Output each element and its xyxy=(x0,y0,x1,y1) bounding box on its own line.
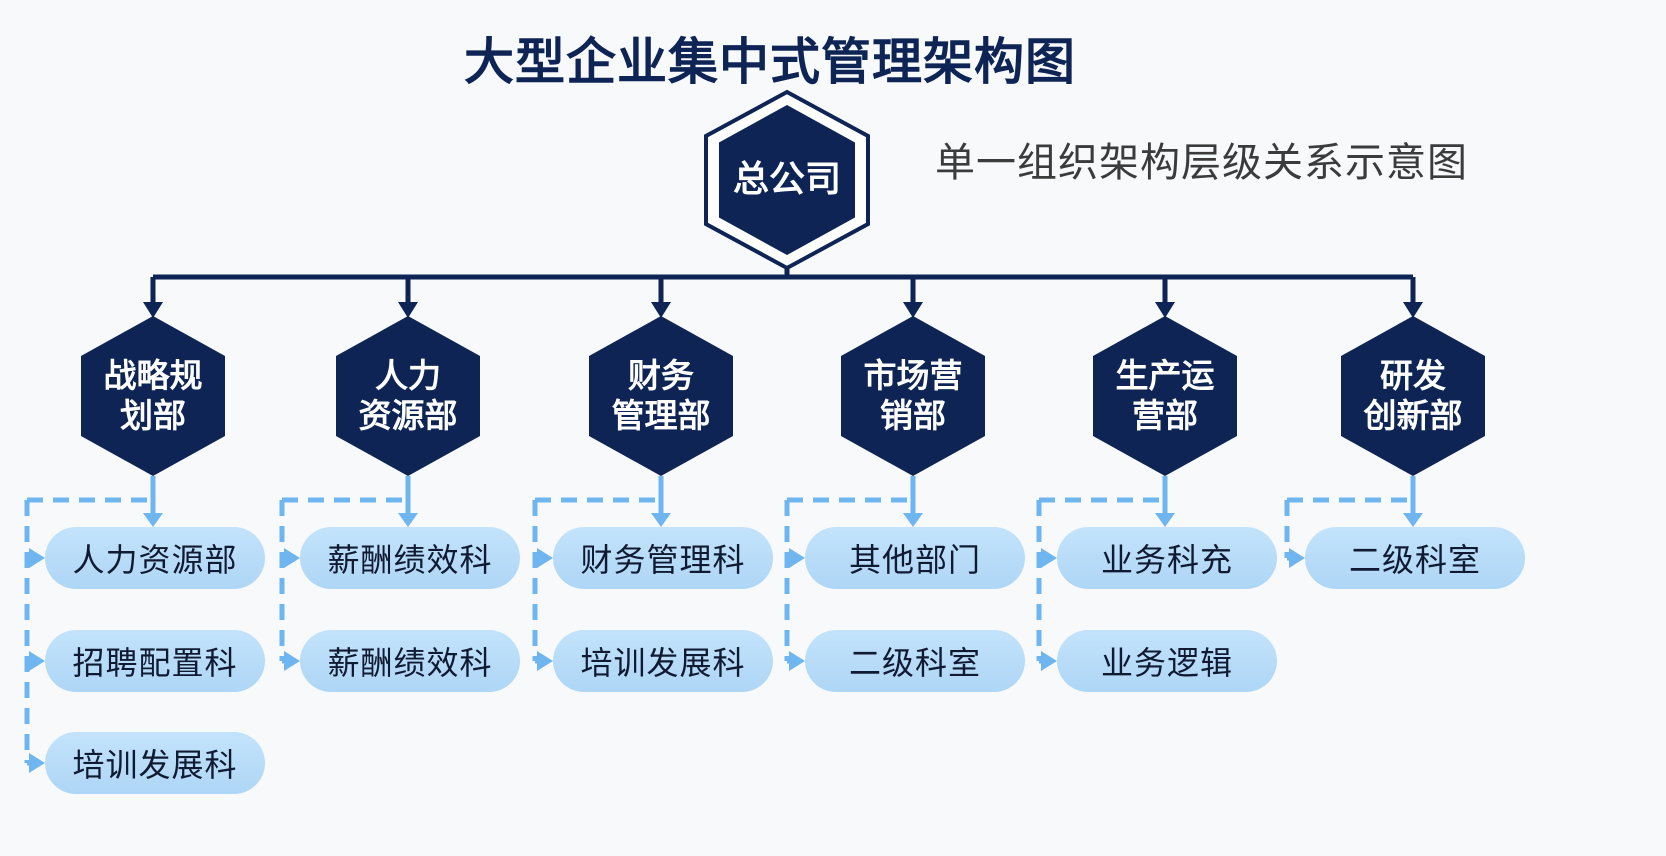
right-arrow-icon xyxy=(1041,651,1057,671)
department-label-line1: 战略规 xyxy=(103,356,203,396)
right-arrow-icon xyxy=(29,651,45,671)
department-hexagon xyxy=(589,316,733,476)
sub-unit-pill: 二级科室 xyxy=(805,630,1025,692)
down-arrow-icon xyxy=(398,302,418,318)
down-arrow-icon xyxy=(903,513,923,527)
department-label: 市场营销部 xyxy=(843,354,983,438)
right-arrow-icon xyxy=(284,651,300,671)
department-label-line2: 创新部 xyxy=(1363,396,1463,435)
sub-unit-pill: 薪酬绩效科 xyxy=(300,630,520,692)
department-label-line2: 划部 xyxy=(120,396,186,435)
department-label-line2: 营部 xyxy=(1132,396,1198,435)
down-arrow-icon xyxy=(903,302,923,318)
down-arrow-icon xyxy=(143,513,163,527)
right-arrow-icon xyxy=(1041,548,1057,568)
down-arrow-icon xyxy=(1155,513,1175,527)
right-arrow-icon xyxy=(29,753,45,773)
department-hexagon xyxy=(841,316,985,476)
department-hexagon xyxy=(336,316,480,476)
department-label-line1: 人力 xyxy=(375,356,441,396)
department-label: 人力资源部 xyxy=(338,354,478,438)
sub-unit-pill: 培训发展科 xyxy=(553,630,773,692)
page-title: 大型企业集中式管理架构图 xyxy=(464,33,1076,91)
department-label-line1: 财务 xyxy=(628,356,694,396)
down-arrow-icon xyxy=(651,302,671,318)
right-arrow-icon xyxy=(537,651,553,671)
down-arrow-icon xyxy=(398,513,418,527)
down-arrow-icon xyxy=(1403,513,1423,527)
sub-unit-pill: 二级科室 xyxy=(1305,527,1525,589)
department-label-line2: 销部 xyxy=(880,396,946,435)
sub-unit-pill: 薪酬绩效科 xyxy=(300,527,520,589)
department-label-line1: 研发 xyxy=(1380,356,1446,396)
sub-unit-pill: 其他部门 xyxy=(805,527,1025,589)
sub-unit-pill: 招聘配置科 xyxy=(45,630,265,692)
page-subtitle: 单一组织架构层级关系示意图 xyxy=(935,140,1468,186)
department-label-line2: 管理部 xyxy=(611,396,711,435)
down-arrow-icon xyxy=(1403,302,1423,318)
down-arrow-icon xyxy=(651,513,671,527)
department-label: 战略规划部 xyxy=(83,354,223,438)
department-label-line1: 生产运 xyxy=(1115,356,1215,396)
sub-unit-pill: 业务科充 xyxy=(1057,527,1277,589)
department-hexagon xyxy=(1093,316,1237,476)
department-label: 研发创新部 xyxy=(1343,354,1483,438)
right-arrow-icon xyxy=(537,548,553,568)
department-label: 生产运营部 xyxy=(1095,354,1235,438)
down-arrow-icon xyxy=(1155,302,1175,318)
sub-unit-pill: 财务管理科 xyxy=(553,527,773,589)
department-hexagon xyxy=(81,316,225,476)
root-node-label: 总公司 xyxy=(732,159,841,201)
right-arrow-icon xyxy=(789,548,805,568)
department-label: 财务管理部 xyxy=(591,354,731,438)
department-hexagon xyxy=(1341,316,1485,476)
right-arrow-icon xyxy=(29,548,45,568)
sub-unit-pill: 培训发展科 xyxy=(45,732,265,794)
right-arrow-icon xyxy=(284,548,300,568)
right-arrow-icon xyxy=(789,651,805,671)
department-label-line2: 资源部 xyxy=(358,396,458,435)
root-hexagon xyxy=(719,105,855,255)
down-arrow-icon xyxy=(143,302,163,318)
department-label-line1: 市场营 xyxy=(863,356,963,396)
sub-unit-pill: 人力资源部 xyxy=(45,527,265,589)
right-arrow-icon xyxy=(1289,548,1305,568)
sub-unit-pill: 业务逻辑 xyxy=(1057,630,1277,692)
